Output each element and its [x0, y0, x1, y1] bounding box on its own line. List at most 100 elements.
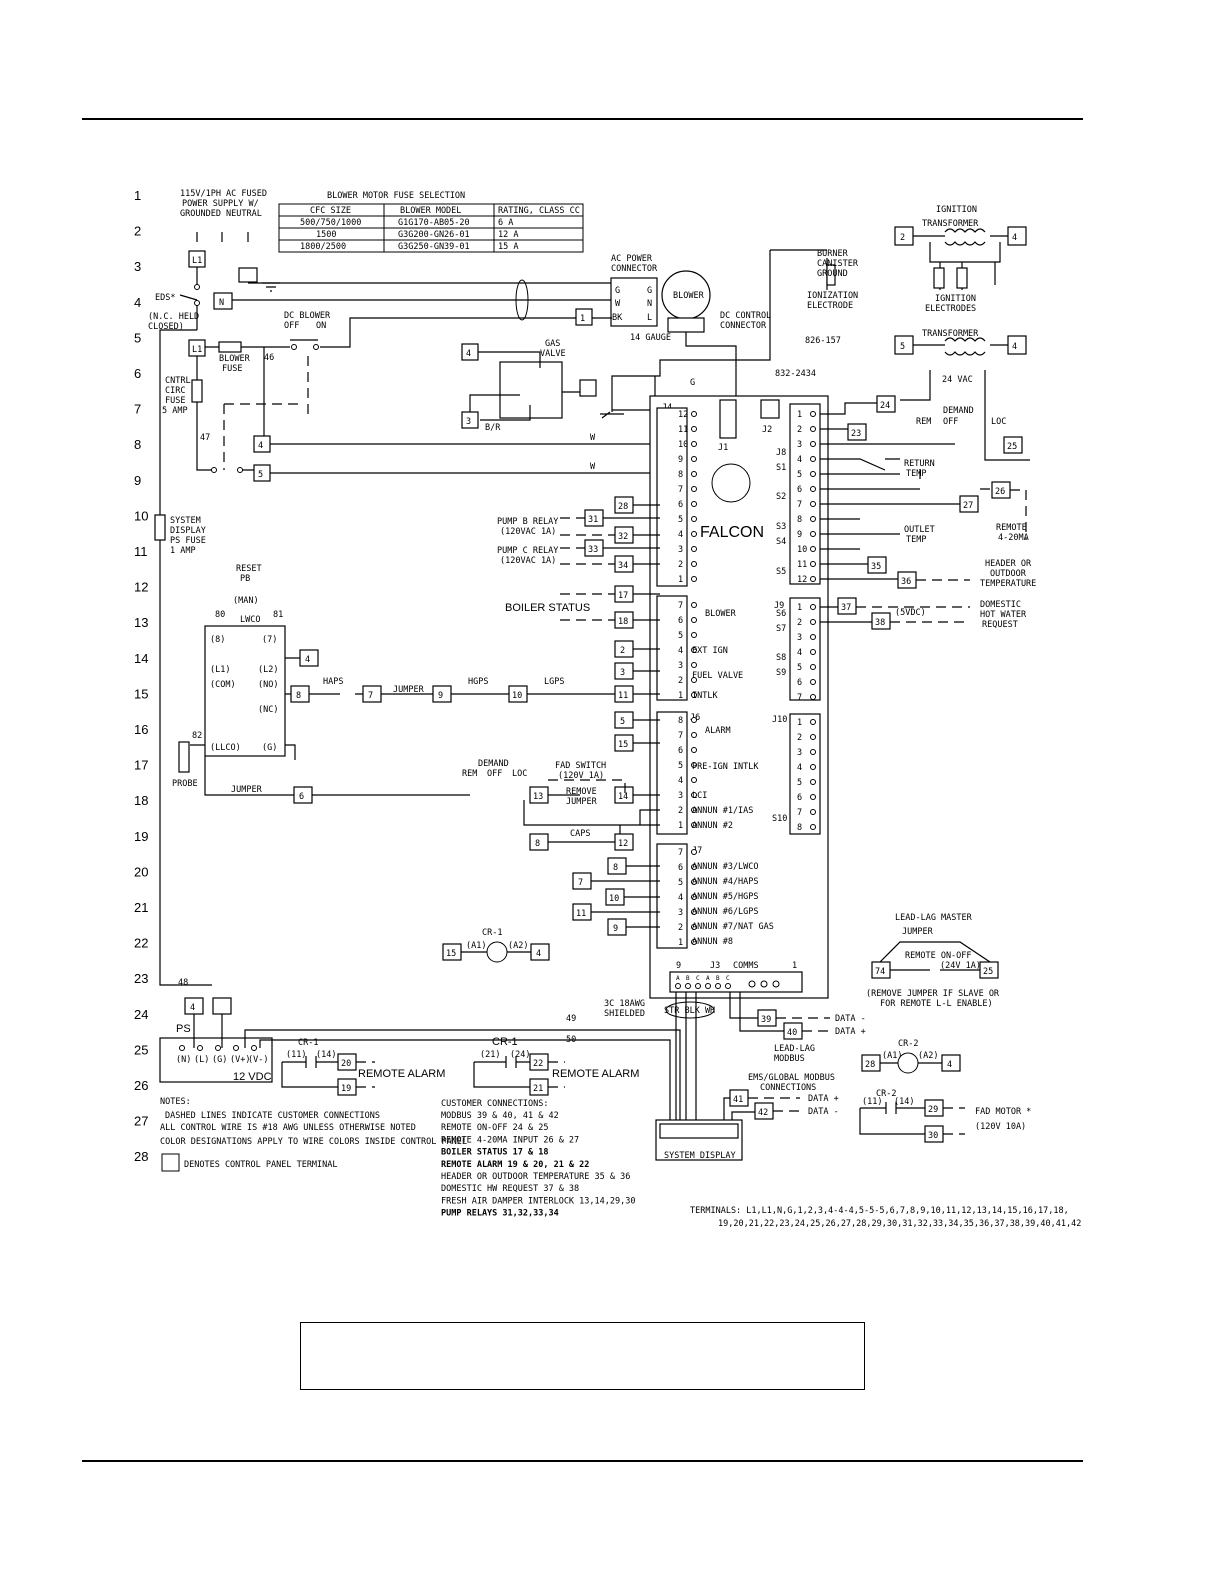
comms-pin-label: C [726, 975, 730, 982]
svg-text:5: 5 [900, 342, 905, 352]
pin-terminal [810, 719, 816, 725]
pin-label: 4 [678, 530, 683, 540]
pin-terminal [810, 456, 816, 462]
svg-text:4: 4 [305, 655, 310, 665]
pin-terminal [691, 692, 697, 698]
svg-text:FUSE: FUSE [165, 396, 185, 406]
pin-terminal [691, 456, 697, 462]
svg-text:31: 31 [588, 515, 598, 525]
ps-terminal-label: (N) [176, 1055, 191, 1065]
pin-label: 2 [678, 923, 683, 933]
row-number: 9 [134, 473, 141, 488]
svg-text:10: 10 [609, 894, 619, 904]
svg-text:IGNITION: IGNITION [935, 294, 976, 304]
pin-terminal [810, 441, 816, 447]
falcon-j5 [656, 595, 688, 701]
pin-terminal [810, 471, 816, 477]
svg-text:(11): (11) [286, 1050, 306, 1060]
pin-terminal [691, 792, 697, 798]
ps-terminal [197, 1045, 203, 1051]
svg-text:(A1): (A1) [882, 1051, 902, 1061]
svg-text:CNTRL: CNTRL [165, 376, 191, 386]
svg-text:LWCO: LWCO [240, 615, 260, 625]
svg-text:6: 6 [299, 792, 304, 802]
svg-text:(14): (14) [316, 1050, 336, 1060]
row-number: 5 [134, 330, 141, 345]
ps-terminal-label: (V+) [230, 1055, 250, 1065]
svg-text:W: W [615, 299, 621, 309]
svg-text:42: 42 [758, 1108, 768, 1118]
pin-label: 9 [797, 530, 802, 540]
pin-label: 12 [797, 575, 807, 585]
svg-text:7: 7 [578, 878, 583, 888]
svg-text:CONNECTOR: CONNECTOR [611, 264, 658, 274]
svg-text:IONIZATION: IONIZATION [807, 291, 858, 301]
pin-terminal [691, 777, 697, 783]
pin-label: 1 [678, 821, 683, 831]
svg-text:ELECTRODES: ELECTRODES [925, 304, 976, 314]
svg-text:CONNECTIONS: CONNECTIONS [760, 1083, 816, 1093]
falcon-j9 [789, 597, 821, 701]
svg-text:CIRC: CIRC [165, 386, 185, 396]
row-number: 16 [134, 722, 148, 737]
svg-text:20: 20 [341, 1059, 351, 1069]
svg-text:JUMPER: JUMPER [902, 927, 934, 937]
svg-text:46: 46 [264, 353, 274, 363]
ps-terminal-label: (L) [194, 1055, 209, 1065]
svg-text:1800/2500: 1800/2500 [300, 242, 346, 252]
svg-text:G3G200-GN26-01: G3G200-GN26-01 [398, 230, 470, 240]
pin-label: 5 [797, 778, 802, 788]
svg-text:22: 22 [533, 1059, 543, 1069]
pin-terminal [691, 747, 697, 753]
supply-label: 115V/1PH AC FUSED POWER SUPPLY W/ GROUND… [180, 189, 267, 219]
falcon-label: FALCON [700, 524, 764, 541]
pin-label: 2 [678, 560, 683, 570]
svg-text:ANNUN #3/LWCO: ANNUN #3/LWCO [692, 862, 759, 872]
pin-label: 2 [797, 425, 802, 435]
ps-terminals: (N)(L)(G)(V+)(V-) [176, 1045, 268, 1065]
svg-text:L1: L1 [192, 256, 202, 266]
svg-text:11: 11 [618, 691, 628, 701]
svg-text:ON: ON [316, 321, 326, 331]
pin-terminal [691, 647, 697, 653]
svg-text:27: 27 [963, 501, 973, 511]
svg-text:ANNUN #8: ANNUN #8 [692, 937, 733, 947]
comms-pin [748, 980, 756, 988]
ac-power-connector [610, 277, 658, 327]
pin-terminal [691, 924, 697, 930]
svg-text:MODBUS: MODBUS [774, 1054, 805, 1064]
svg-text:12 A: 12 A [498, 230, 518, 240]
svg-text:26: 26 [995, 487, 1005, 497]
svg-text:30: 30 [928, 1131, 938, 1141]
pin-label: 12 [678, 410, 688, 420]
svg-text:ANNUN #7/NAT GAS: ANNUN #7/NAT GAS [692, 922, 774, 932]
svg-text:PS: PS [176, 1023, 191, 1035]
pin-label: 1 [678, 938, 683, 948]
pin-terminal [691, 879, 697, 885]
svg-text:DATA +: DATA + [835, 1027, 866, 1037]
pin-terminal [691, 486, 697, 492]
ps-terminal [215, 1045, 221, 1051]
pin-label: 8 [797, 823, 802, 833]
svg-text:9: 9 [613, 924, 618, 934]
svg-text:HGPS: HGPS [468, 677, 488, 687]
svg-text:J3: J3 [710, 961, 720, 971]
pin-terminal [810, 576, 816, 582]
svg-text:FUSE: FUSE [222, 364, 242, 374]
pin-label: 7 [678, 848, 683, 858]
pin-terminal [810, 411, 816, 417]
svg-text:DEMAND: DEMAND [943, 406, 974, 416]
pin-label: 2 [797, 618, 802, 628]
svg-text:JUMPER: JUMPER [393, 685, 425, 695]
svg-text:FAD SWITCH: FAD SWITCH [555, 761, 606, 771]
row-number: 12 [134, 580, 148, 595]
svg-text:BLOWER: BLOWER [673, 291, 705, 301]
pin-label: 6 [797, 678, 802, 688]
pin-label: 2 [678, 806, 683, 816]
pin-terminal [691, 849, 697, 855]
pin-label: 5 [797, 470, 802, 480]
